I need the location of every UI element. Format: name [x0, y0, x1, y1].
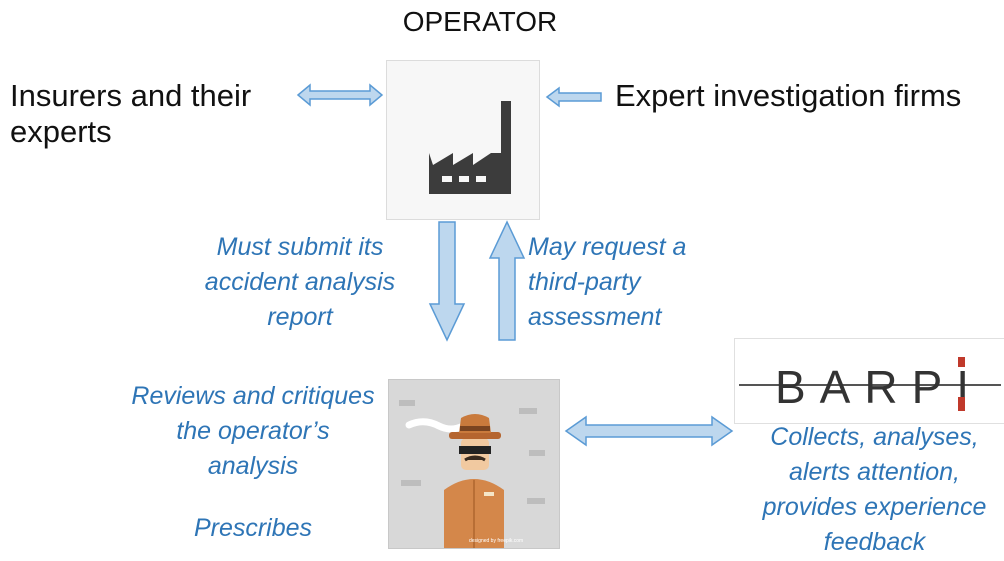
barpi-role: Collects, analyses, alerts attention, pr… — [762, 423, 987, 556]
barpi-logo: BARPI — [739, 357, 1001, 413]
detective-icon: designed by freepik.com — [399, 400, 545, 548]
down-arrow-label: Must submit its accident analysis report — [204, 233, 396, 331]
image-credit: designed by freepik.com — [469, 538, 523, 544]
insurers-operator-arrow — [296, 83, 384, 107]
factory-panel — [386, 60, 540, 220]
insurers-label: Insurers and their experts — [10, 78, 252, 149]
inspector-role-review: Reviews and critiques the operator’s ana… — [131, 382, 375, 480]
expert-firms-label: Expert investigation firms — [615, 78, 962, 113]
factory-icon — [429, 101, 511, 194]
up-arrow-label: May request a third-party assessment — [528, 233, 687, 331]
firms-operator-arrow — [545, 86, 602, 108]
barpi-logo-text: BARPI — [775, 361, 983, 413]
inspector-role-prescribe: Prescribes — [193, 514, 313, 542]
inspector-panel: designed by freepik.com — [388, 379, 560, 549]
inspector-barpi-arrow — [564, 415, 734, 447]
barpi-logo-panel: BARPI — [734, 338, 1004, 424]
operator-title: OPERATOR — [402, 6, 558, 37]
down-arrow — [428, 221, 466, 342]
up-arrow — [488, 220, 526, 341]
